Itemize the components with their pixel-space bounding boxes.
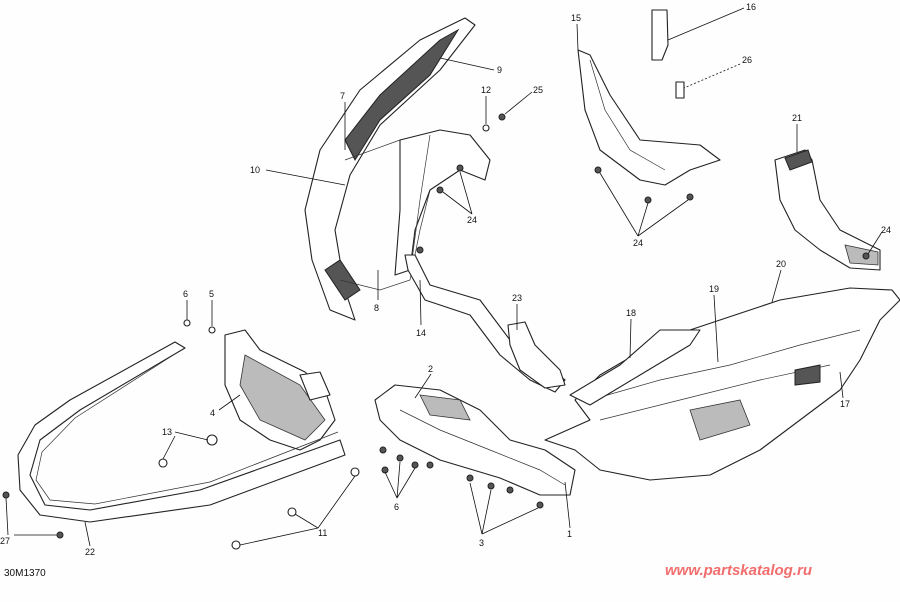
callout-7: 7 — [340, 91, 345, 101]
callout-26: 26 — [742, 55, 752, 65]
callout-25: 25 — [533, 85, 543, 95]
part-18-trim[interactable] — [569, 329, 701, 406]
callout-5: 5 — [209, 289, 214, 299]
callout-3: 3 — [479, 538, 484, 548]
callout-21: 21 — [792, 113, 802, 123]
callout-24-c: 24 — [881, 225, 891, 235]
watermark: www.partskatalog.ru — [665, 562, 812, 579]
part-2-lower-panel[interactable] — [374, 384, 576, 496]
callout-11: 11 — [318, 528, 327, 538]
callout-labels: 1 2 3 4 5 6 6 7 8 9 10 11 12 13 14 15 16… — [0, 2, 891, 557]
part-4-grille[interactable] — [224, 329, 336, 451]
diagram-code: 30M1370 — [4, 568, 46, 579]
leader-lines — [5, 7, 883, 547]
part-22-bumper[interactable] — [17, 341, 346, 523]
callout-13: 13 — [162, 427, 172, 437]
callout-23: 23 — [512, 293, 522, 303]
callout-15: 15 — [571, 13, 581, 23]
part-8-inner-panel[interactable] — [394, 129, 491, 276]
fasteners — [2, 113, 870, 550]
callout-22: 22 — [85, 547, 95, 557]
callout-24-a: 24 — [467, 215, 477, 225]
callout-18: 18 — [626, 308, 636, 318]
callout-27: 27 — [0, 536, 10, 546]
callout-9: 9 — [497, 65, 502, 75]
callout-17: 17 — [840, 399, 850, 409]
callout-12: 12 — [481, 85, 491, 95]
callout-10: 10 — [250, 165, 260, 175]
callout-1: 1 — [567, 529, 572, 539]
callout-2: 2 — [428, 364, 433, 374]
part-21-deflector[interactable] — [774, 149, 881, 271]
callout-8: 8 — [374, 303, 379, 313]
callout-4: 4 — [210, 408, 215, 418]
part-7-front-cowl[interactable] — [304, 17, 476, 321]
callout-6-lower: 6 — [394, 502, 399, 512]
callout-6-upper: 6 — [183, 289, 188, 299]
part-14-support-rod[interactable] — [404, 254, 566, 393]
callout-14: 14 — [416, 328, 426, 338]
callout-19: 19 — [709, 284, 719, 294]
callout-24-b: 24 — [633, 238, 643, 248]
callout-16: 16 — [746, 2, 756, 12]
callout-20: 20 — [776, 259, 786, 269]
part-19-side-panel[interactable] — [544, 287, 900, 481]
part-15-side-bracket[interactable] — [577, 9, 721, 186]
